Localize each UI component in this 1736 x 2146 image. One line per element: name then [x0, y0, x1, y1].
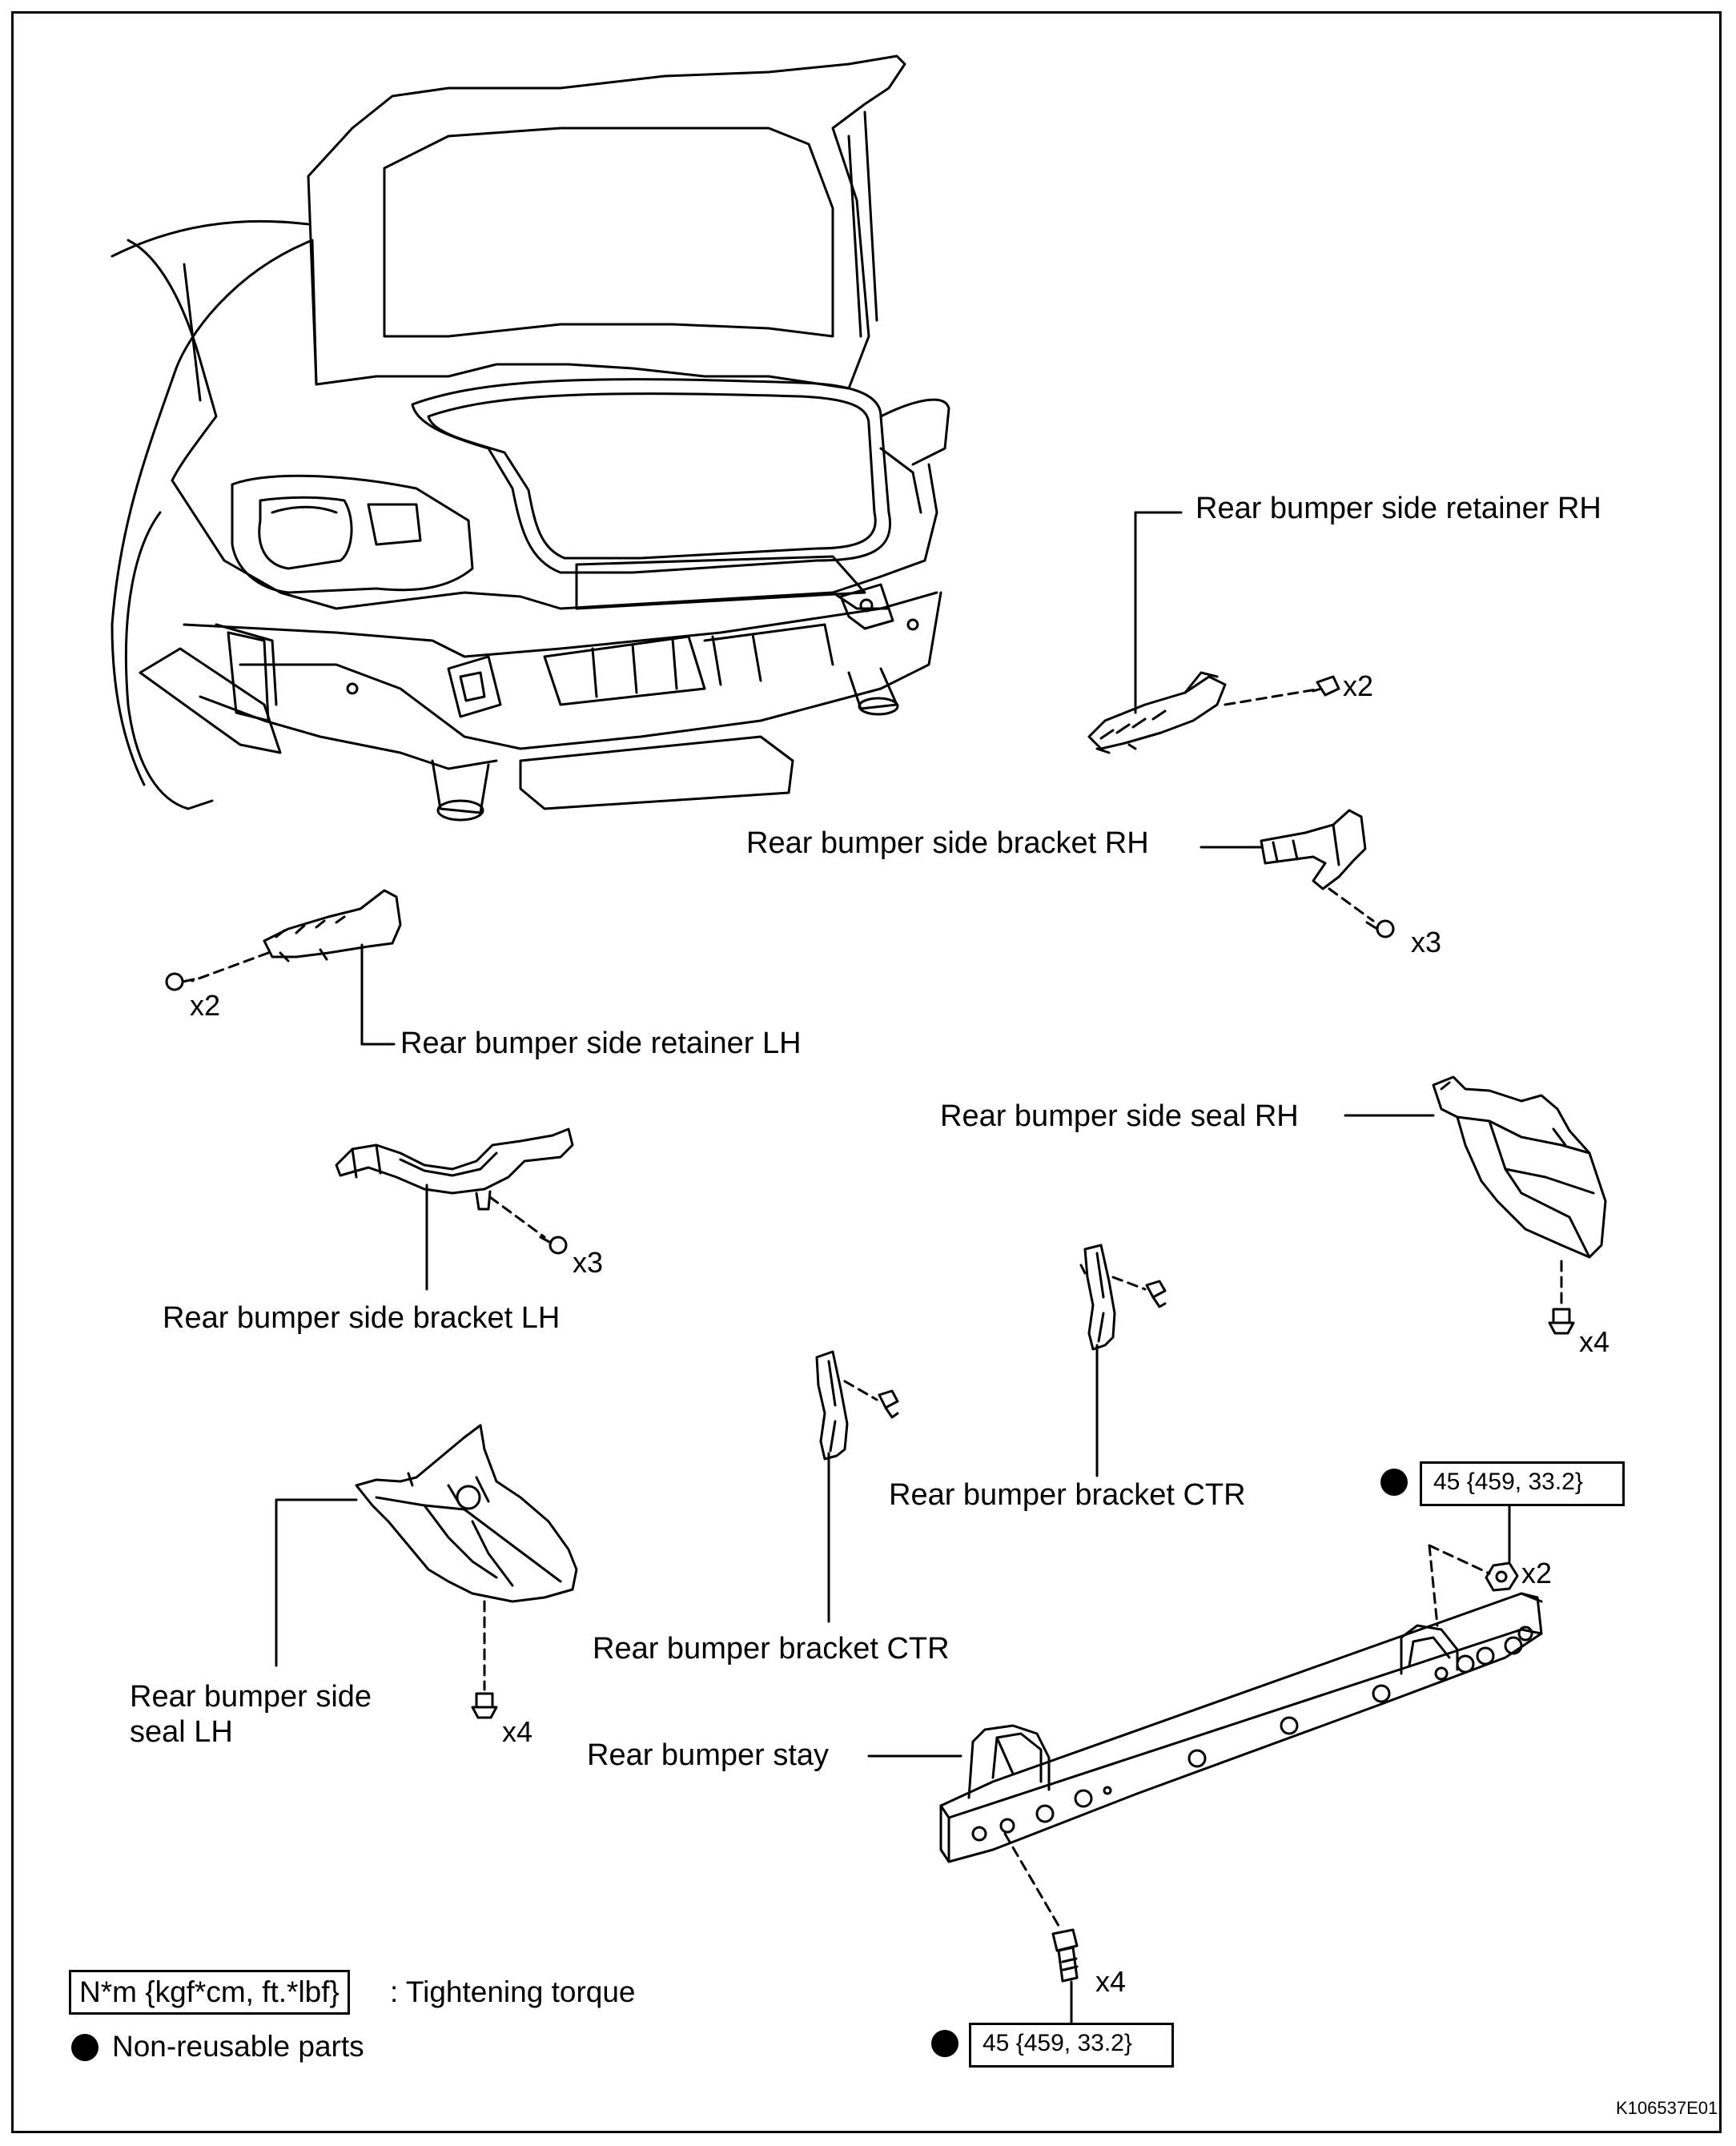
qty-seal-rh: x4	[1579, 1325, 1610, 1358]
torque-spec-lower: 45 {459, 33.2}	[969, 2023, 1174, 2068]
qty-stay-bolts: x4	[1095, 1965, 1127, 1998]
qty-seal-lh: x4	[502, 1715, 533, 1748]
label-seal-lh-line1: Rear bumper side	[130, 1680, 372, 1714]
label-seal-rh: Rear bumper side seal RH	[940, 1099, 1299, 1133]
label-bumper-stay: Rear bumper stay	[587, 1738, 830, 1772]
bracket-ctr-upper-part	[1079, 1244, 1167, 1351]
label-seal-lh: Rear bumper side seal LH	[130, 1680, 372, 1750]
figure-frame	[11, 11, 1722, 2133]
bracket-lh-part	[335, 1127, 574, 1255]
non-reusable-dot-upper	[1380, 1469, 1408, 1496]
qty-bracket-lh: x3	[573, 1246, 604, 1279]
non-reusable-dot-lower	[931, 2030, 958, 2057]
label-bracket-rh: Rear bumper side bracket RH	[746, 826, 1149, 860]
vehicle-rear-drawing	[111, 54, 950, 822]
torque-spec-upper: 45 {459, 33.2}	[1420, 1461, 1625, 1506]
bracket-ctr-lower-part	[815, 1350, 899, 1461]
retainer-lh-part	[165, 889, 402, 991]
label-retainer-rh: Rear bumper side retainer RH	[1196, 492, 1601, 525]
label-retainer-lh: Rear bumper side retainer LH	[400, 1027, 802, 1060]
qty-stay-nuts: x2	[1521, 1557, 1553, 1589]
legend-torque-desc: : Tightening torque	[390, 1975, 636, 2008]
qty-bracket-rh: x3	[1411, 926, 1442, 958]
seal-rh-part	[1432, 1075, 1607, 1335]
label-bracket-ctr-lower: Rear bumper bracket CTR	[593, 1632, 950, 1666]
label-seal-lh-line2: seal LH	[130, 1714, 233, 1749]
qty-retainer-rh: x2	[1343, 669, 1374, 702]
qty-retainer-lh: x2	[190, 989, 221, 1022]
legend-torque-unit: N*m {kgf*cm, ft.*lbf}	[69, 1970, 350, 2015]
legend-non-reusable: Non-reusable parts	[112, 2030, 364, 2063]
retainer-rh-part	[1087, 671, 1340, 754]
figure-reference: K106537E01	[1616, 2098, 1718, 2118]
label-bracket-ctr-upper: Rear bumper bracket CTR	[889, 1478, 1246, 1512]
bumper-stay-part	[939, 1544, 1543, 1983]
label-bracket-lh: Rear bumper side bracket LH	[163, 1301, 561, 1335]
seal-lh-part	[355, 1424, 578, 1719]
bracket-rh-part	[1260, 809, 1395, 938]
legend-non-reusable-dot	[71, 2034, 98, 2061]
